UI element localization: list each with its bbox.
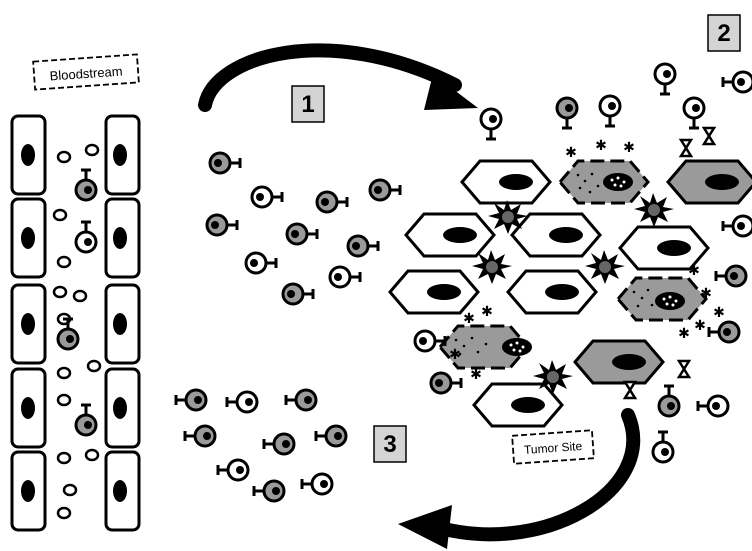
svg-text:✱: ✱ (694, 318, 706, 334)
svg-text:✱: ✱ (595, 138, 607, 154)
cytokines: ✱✱✱ ✱✱✱ ✱✱✱ ✱✱✱ (449, 138, 725, 383)
step-2-label: 2 (717, 20, 730, 47)
tumor-site-text: Tumor Site (524, 439, 583, 457)
returning-immune-cells (174, 388, 348, 503)
cell-kill-bursts (472, 193, 674, 394)
step-1-label: 1 (301, 91, 314, 118)
red-blood-cells (52, 143, 102, 520)
svg-text:✱: ✱ (700, 286, 712, 302)
svg-text:✱: ✱ (449, 347, 461, 363)
vessel-wall-right (104, 114, 141, 532)
svg-text:✱: ✱ (565, 145, 577, 161)
svg-text:✱: ✱ (470, 367, 482, 383)
migrating-immune-cells (205, 151, 402, 306)
blood-vessel (10, 114, 141, 532)
infiltrating-immune-cells (413, 62, 752, 464)
tumor-tissue (388, 159, 752, 428)
svg-text:✱: ✱ (688, 263, 700, 279)
bloodstream-label: Bloodstream (32, 53, 140, 91)
bloodstream-text: Bloodstream (49, 63, 123, 83)
svg-text:✱: ✱ (678, 326, 690, 342)
step-1-box: 1 (291, 85, 325, 123)
svg-text:✱: ✱ (481, 304, 493, 320)
svg-text:✱: ✱ (713, 305, 725, 321)
step-3-label: 3 (383, 431, 396, 458)
inactivation-marks (622, 126, 717, 400)
svg-text:✱: ✱ (623, 140, 635, 156)
step-3-box: 3 (373, 425, 407, 463)
vessel-wall-left (10, 114, 47, 532)
vessel-immune-cells (56, 168, 98, 437)
arrow-to-tumor (198, 43, 478, 112)
tumor-site-label: Tumor Site (511, 429, 595, 465)
arrow-from-tumor (398, 408, 641, 549)
svg-text:✱: ✱ (463, 311, 475, 327)
step-2-box: 2 (707, 14, 741, 52)
